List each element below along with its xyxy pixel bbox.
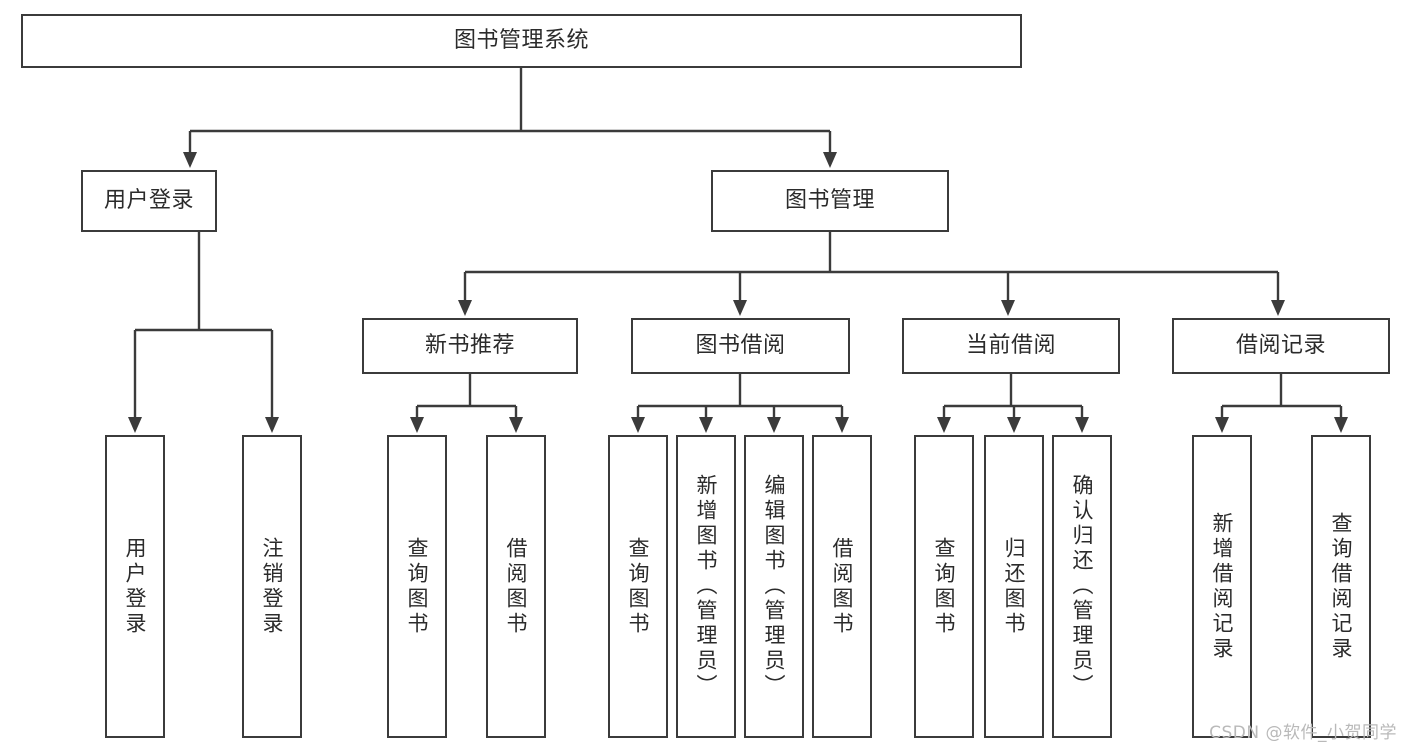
node-leaf-query-borrow-record[interactable]: 查询借阅记录: [1311, 435, 1371, 738]
node-leaf-borrow-book-label: 借阅图书: [830, 536, 855, 637]
node-current-borrow[interactable]: 当前借阅: [902, 318, 1120, 374]
connector-lines: [128, 68, 1348, 433]
node-leaf-edit-book-admin-label: 编辑图书（管理员）: [762, 474, 787, 699]
connector-book-borrow-drop-0-arrow: [631, 417, 645, 433]
node-leaf-query-borrow-record-label: 查询借阅记录: [1329, 511, 1354, 662]
node-leaf-logout-label: 注销登录: [260, 536, 285, 637]
connector-current-borrow-drop-0-arrow: [937, 417, 951, 433]
node-book-borrow[interactable]: 图书借阅: [631, 318, 850, 374]
node-leaf-user-login-label: 用户登录: [123, 536, 148, 637]
node-book-borrow-label: 图书借阅: [695, 332, 786, 358]
connector-level1-drop-1-arrow: [823, 152, 837, 168]
connector-book-manage-drop-1-arrow: [733, 300, 747, 316]
node-user-login[interactable]: 用户登录: [81, 170, 217, 232]
node-borrow-record-label: 借阅记录: [1235, 332, 1326, 358]
connector-new-book-recommend-drop-0-arrow: [410, 417, 424, 433]
node-leaf-add-book-admin[interactable]: 新增图书（管理员）: [676, 435, 736, 738]
node-leaf-add-borrow-record[interactable]: 新增借阅记录: [1192, 435, 1252, 738]
node-leaf-borrow-book-recommend-label: 借阅图书: [504, 536, 529, 637]
node-borrow-record[interactable]: 借阅记录: [1172, 318, 1390, 374]
node-leaf-query-book-current-label: 查询图书: [932, 536, 957, 637]
node-root-label: 图书管理系统: [453, 27, 589, 53]
node-user-login-label: 用户登录: [103, 187, 194, 213]
node-leaf-return-book[interactable]: 归还图书: [984, 435, 1044, 738]
node-leaf-logout[interactable]: 注销登录: [242, 435, 302, 738]
connector-borrow-record-drop-1-arrow: [1334, 417, 1348, 433]
node-book-manage-label: 图书管理: [784, 187, 875, 213]
node-leaf-borrow-book-recommend[interactable]: 借阅图书: [486, 435, 546, 738]
node-leaf-return-book-label: 归还图书: [1002, 536, 1027, 637]
node-leaf-query-book-borrow-label: 查询图书: [626, 536, 651, 637]
node-book-manage[interactable]: 图书管理: [711, 170, 949, 232]
watermark-text: CSDN @软件_小贺同学: [1209, 723, 1397, 743]
connector-book-borrow-drop-2-arrow: [767, 417, 781, 433]
node-leaf-edit-book-admin[interactable]: 编辑图书（管理员）: [744, 435, 804, 738]
node-leaf-confirm-return-admin[interactable]: 确认归还（管理员）: [1052, 435, 1112, 738]
connector-user-login-drop-1-arrow: [265, 417, 279, 433]
node-leaf-query-book-borrow[interactable]: 查询图书: [608, 435, 668, 738]
connector-new-book-recommend-drop-1-arrow: [509, 417, 523, 433]
node-root[interactable]: 图书管理系统: [21, 14, 1022, 68]
connector-book-borrow-drop-3-arrow: [835, 417, 849, 433]
node-leaf-query-book-current[interactable]: 查询图书: [914, 435, 974, 738]
node-leaf-add-book-admin-label: 新增图书（管理员）: [694, 474, 719, 699]
node-leaf-user-login[interactable]: 用户登录: [105, 435, 165, 738]
node-leaf-query-book-recommend[interactable]: 查询图书: [387, 435, 447, 738]
connector-current-borrow-drop-1-arrow: [1007, 417, 1021, 433]
node-current-borrow-label: 当前借阅: [965, 332, 1056, 358]
connector-user-login-drop-0-arrow: [128, 417, 142, 433]
node-new-book-recommend[interactable]: 新书推荐: [362, 318, 578, 374]
node-leaf-add-borrow-record-label: 新增借阅记录: [1210, 511, 1235, 662]
connector-book-manage-drop-0-arrow: [458, 300, 472, 316]
connector-level1-drop-0-arrow: [183, 152, 197, 168]
connector-book-borrow-drop-1-arrow: [699, 417, 713, 433]
connector-book-manage-drop-3-arrow: [1271, 300, 1285, 316]
node-leaf-query-book-recommend-label: 查询图书: [405, 536, 430, 637]
connector-borrow-record-drop-0-arrow: [1215, 417, 1229, 433]
connector-current-borrow-drop-2-arrow: [1075, 417, 1089, 433]
node-leaf-borrow-book[interactable]: 借阅图书: [812, 435, 872, 738]
node-leaf-confirm-return-admin-label: 确认归还（管理员）: [1070, 474, 1095, 699]
node-new-book-recommend-label: 新书推荐: [424, 332, 515, 358]
connector-book-manage-drop-2-arrow: [1001, 300, 1015, 316]
